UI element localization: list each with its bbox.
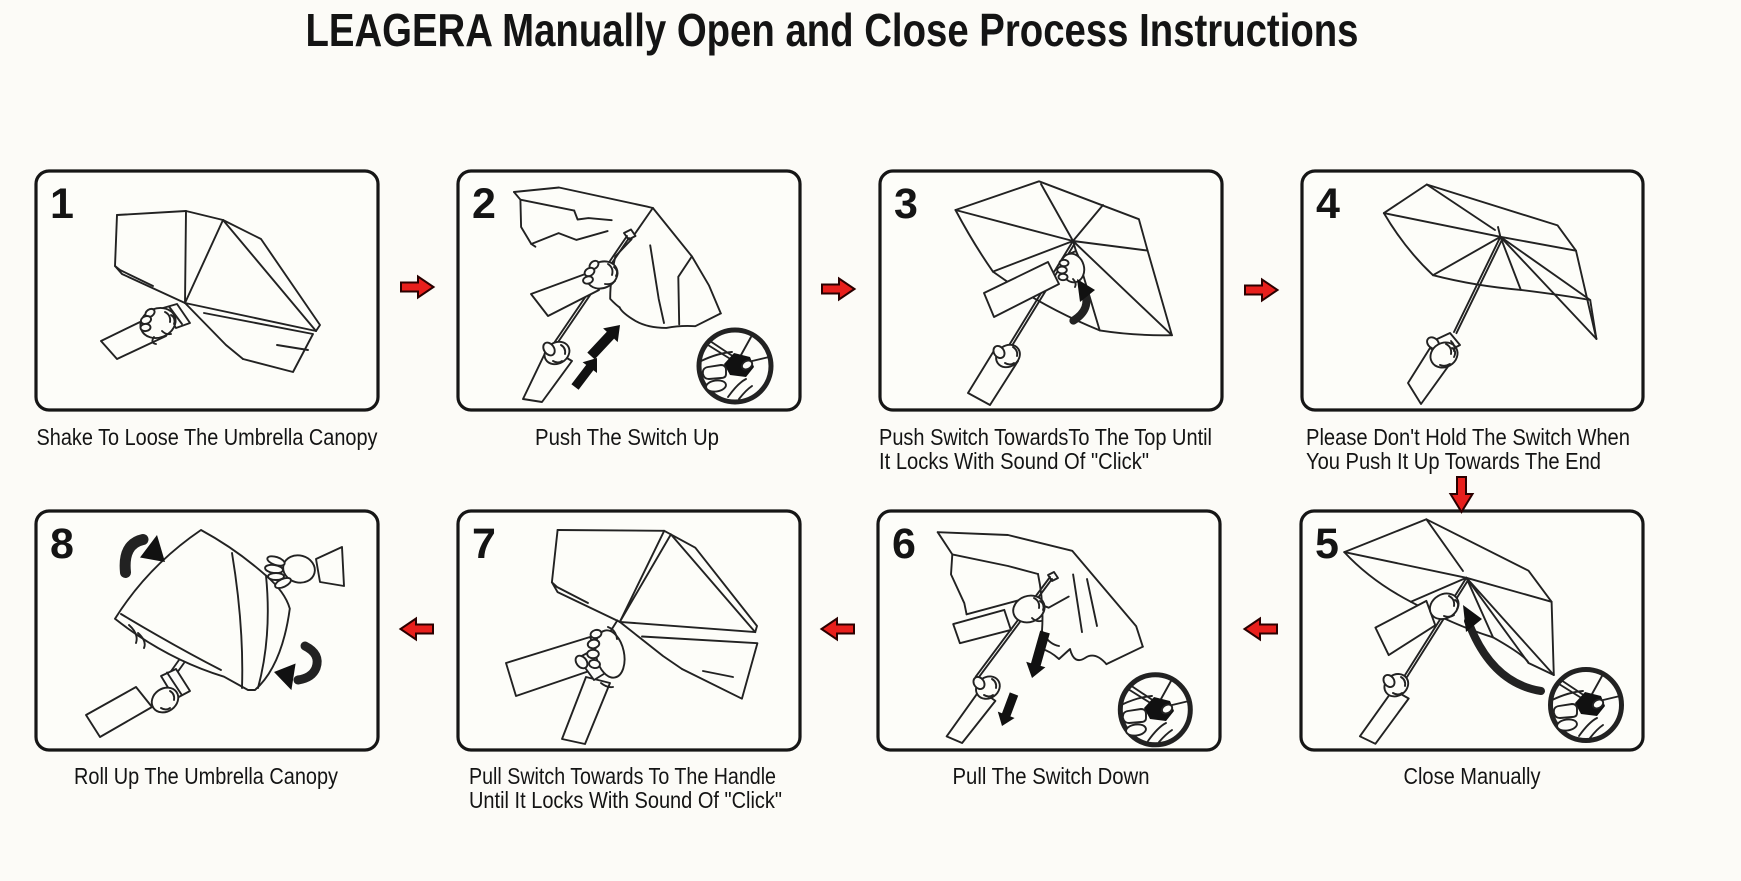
svg-text:7: 7 <box>472 520 496 568</box>
svg-text:Please Don't Hold The Switch W: Please Don't Hold The Switch When <box>1306 424 1630 450</box>
svg-text:LEAGERA Manually Open and Clos: LEAGERA Manually Open and Close Process … <box>306 4 1359 56</box>
svg-text:Roll Up The Umbrella Canopy: Roll Up The Umbrella Canopy <box>74 763 338 789</box>
svg-text:Shake To Loose The Umbrella Ca: Shake To Loose The Umbrella Canopy <box>37 424 378 450</box>
svg-text:Push The Switch Up: Push The Switch Up <box>535 424 719 450</box>
svg-text:8: 8 <box>50 520 74 568</box>
svg-text:6: 6 <box>892 520 916 568</box>
svg-text:4: 4 <box>1316 180 1340 228</box>
svg-text:Close Manually: Close Manually <box>1404 763 1541 789</box>
svg-text:2: 2 <box>472 180 496 228</box>
svg-text:You Push It Up Towards The End: You Push It Up Towards The End <box>1306 448 1601 474</box>
svg-text:Pull Switch Towards To The Han: Pull Switch Towards To The Handle <box>469 763 776 789</box>
svg-text:5: 5 <box>1315 520 1339 568</box>
svg-text:Push Switch TowardsTo The Top: Push Switch TowardsTo The Top Until <box>879 424 1212 450</box>
svg-text:Pull The Switch Down: Pull The Switch Down <box>953 763 1150 789</box>
svg-text:Until It Locks With Sound Of ": Until It Locks With Sound Of "Click" <box>469 787 782 813</box>
svg-text:3: 3 <box>894 180 918 228</box>
svg-text:It Locks With Sound Of "Click": It Locks With Sound Of "Click" <box>879 448 1149 474</box>
svg-text:1: 1 <box>50 180 74 228</box>
